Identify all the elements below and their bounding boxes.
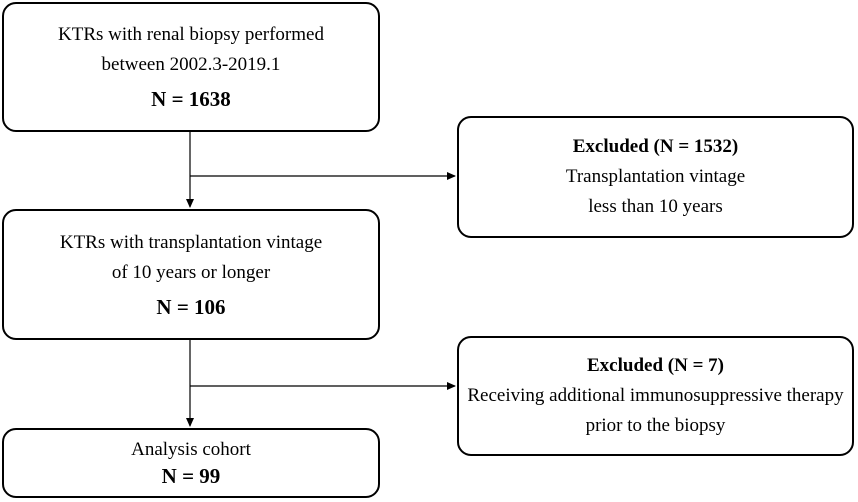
step1-line1: KTRs with renal biopsy performed [58, 24, 324, 45]
step1-line2: between 2002.3-2019.1 [101, 54, 281, 75]
exclusion1-title: Excluded (N = 1532) [572, 136, 739, 157]
exclusion2-line1: Receiving additional immunosuppressive t… [467, 385, 844, 406]
exclusion1-line2: less than 10 years [588, 196, 723, 217]
step1-box: KTRs with renal biopsy performed between… [2, 2, 380, 132]
step2-line1: KTRs with transplantation vintage [59, 231, 323, 253]
step2-box: KTRs with transplantation vintage of 10 … [2, 209, 380, 340]
step3-box: Analysis cohort N = 99 [2, 428, 380, 498]
step2-count: N = 106 [156, 294, 226, 319]
exclusion2-title: Excluded (N = 7) [587, 355, 724, 376]
exclusion1-box: Excluded (N = 1532) Transplantation vint… [457, 116, 854, 238]
step2-line2: of 10 years or longer [111, 261, 271, 283]
exclusion1-line1: Transplantation vintage [565, 166, 746, 187]
step3-count: N = 99 [161, 464, 221, 488]
exclusion2-line2: prior to the biopsy [585, 415, 726, 436]
exclusion2-box: Excluded (N = 7) Receiving additional im… [457, 336, 854, 456]
step3-line1: Analysis cohort [131, 439, 251, 460]
step1-count: N = 1638 [151, 87, 231, 111]
